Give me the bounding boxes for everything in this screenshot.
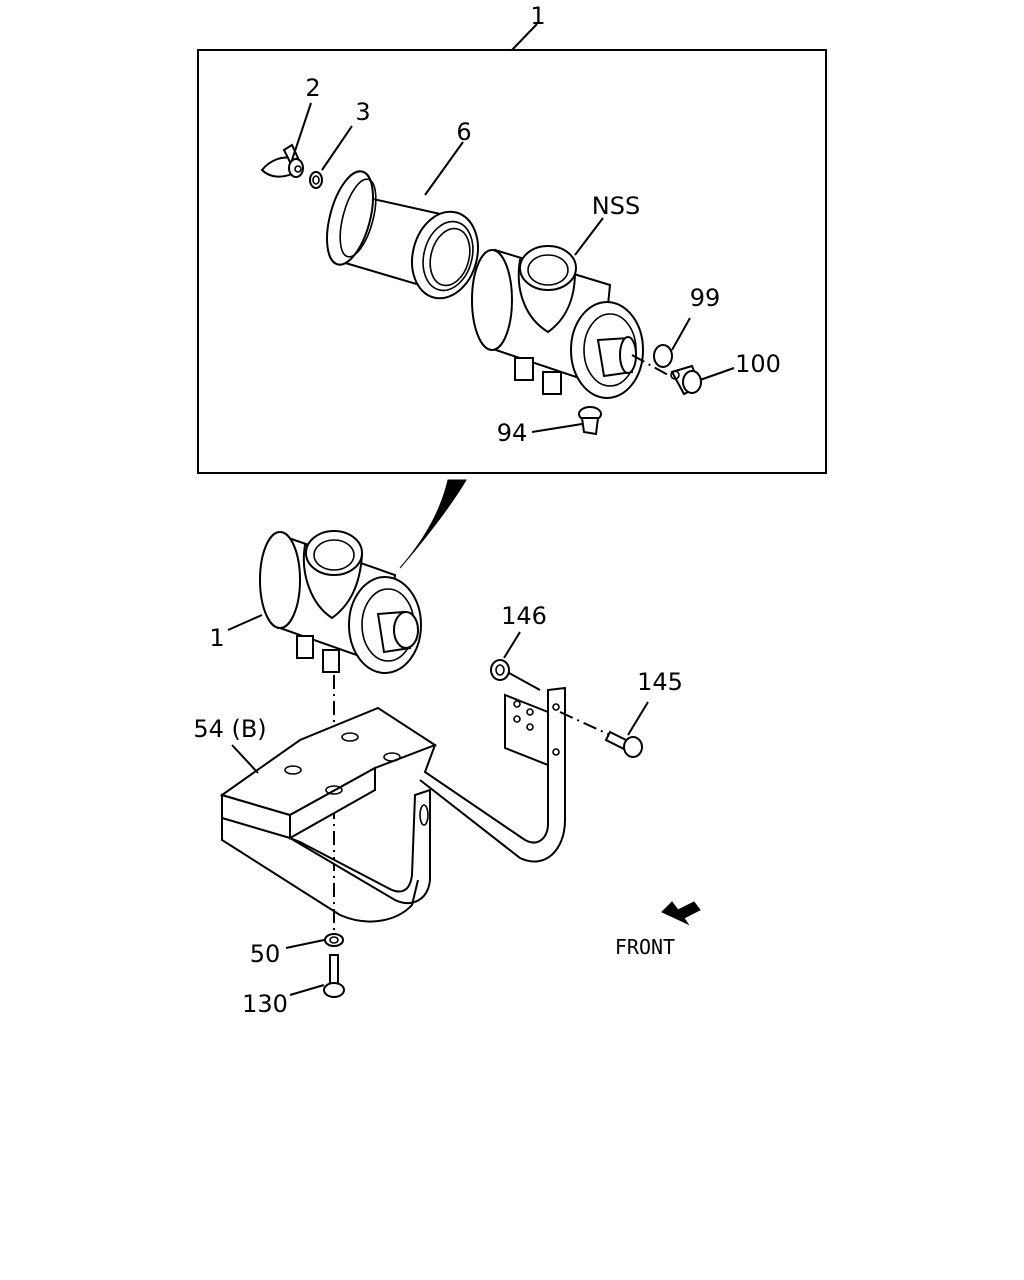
callout-1-main: 1: [209, 624, 224, 652]
callout-3: 3: [355, 98, 370, 126]
callout-100: 100: [735, 350, 781, 378]
wing-nut-part: [260, 102, 312, 178]
filter-element-part: [326, 141, 479, 300]
valve-part-94: [531, 406, 602, 436]
front-arrow-icon: [661, 901, 701, 926]
air-cleaner-assembly: [227, 530, 422, 674]
detail-pointer: [399, 479, 467, 569]
callout-54b: 54 (B): [193, 715, 266, 743]
washer-part-50: [285, 933, 344, 949]
callout-50: 50: [250, 940, 281, 968]
callout-99: 99: [690, 284, 721, 312]
callout-2: 2: [305, 74, 320, 102]
callout-nss: NSS: [592, 192, 640, 220]
bolt-part-145: [559, 701, 649, 758]
bracket-part: [219, 686, 566, 923]
washer-part-3: [309, 125, 353, 189]
nut-part-146: [490, 631, 541, 691]
callout-130: 130: [242, 990, 288, 1018]
cap-part-99: [653, 317, 691, 368]
housing-detail-part: [471, 217, 669, 399]
callout-146: 146: [501, 602, 547, 630]
callout-145: 145: [637, 668, 683, 696]
callout-6: 6: [456, 118, 471, 146]
indicator-part-100: [670, 364, 735, 396]
callout-1-top: 1: [530, 2, 545, 30]
front-label: FRONT: [615, 935, 675, 959]
callout-94: 94: [497, 419, 528, 447]
bolt-part-130: [289, 954, 345, 998]
detail-box: [197, 23, 827, 474]
